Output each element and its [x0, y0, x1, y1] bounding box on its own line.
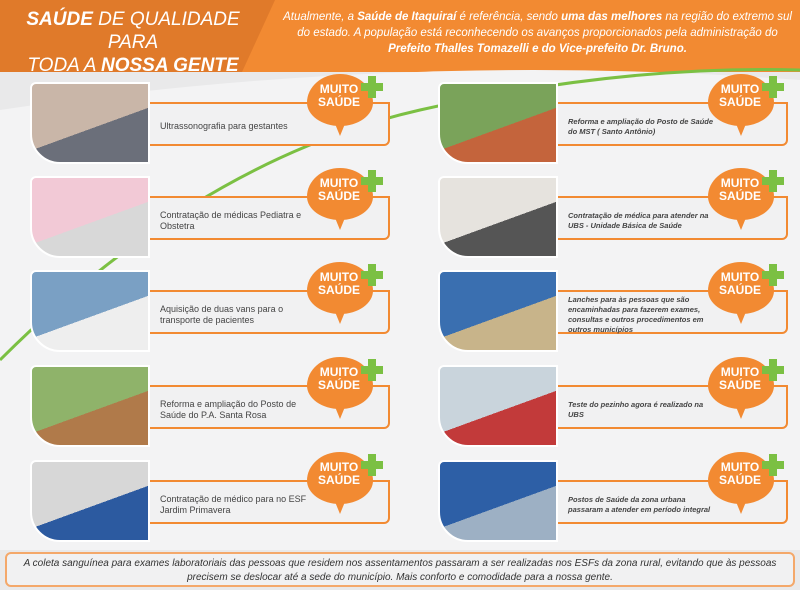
badge-line1: MUITO [720, 460, 760, 474]
intro-segment: uma das melhores [561, 11, 663, 23]
badge-line2: SAÚDE [317, 378, 360, 392]
badge-line1: MUITO [720, 176, 760, 190]
intro-segment: é referência, sendo [456, 11, 562, 23]
benefit-item: Postos de Saúde da zona urbana passaram … [438, 452, 798, 545]
plus-icon [361, 170, 383, 192]
benefit-item: Contratação de médica para atender na UB… [438, 168, 798, 261]
badge-line1: MUITO [720, 365, 760, 379]
intro-segment: Prefeito Thalles Tomazelli e do Vice-pre… [388, 43, 687, 55]
benefit-text: Contratação de médicas Pediatra e Obstet… [160, 209, 302, 232]
benefit-text: Reforma e ampliação do Posto de Saúde do… [160, 398, 297, 421]
benefit-text: Aquisição de duas vans para o transporte… [160, 303, 284, 326]
benefit-photo [438, 270, 558, 352]
benefit-photo [30, 460, 150, 542]
benefit-item: Contratação de médicas Pediatra e Obstet… [30, 168, 410, 261]
plus-icon [762, 76, 784, 98]
plus-icon [762, 264, 784, 286]
badge-line1: MUITO [319, 82, 359, 96]
intro-segment: na região do extremo sul do estado. A po… [297, 11, 792, 39]
plus-icon [361, 359, 383, 381]
benefit-item: Aquisição de duas vans para o transporte… [30, 262, 410, 355]
page-title: SAÚDE DE QUALIDADE PARA TODA A NOSSA GEN… [26, 9, 240, 76]
plus-icon [762, 359, 784, 381]
intro-segment: Atualmente, a [283, 11, 358, 23]
badge-line2: SAÚDE [317, 189, 360, 203]
benefit-photo [438, 460, 558, 542]
badge-line2: SAÚDE [317, 473, 360, 487]
benefit-photo [438, 82, 558, 164]
benefit-item: Reforma e ampliação do Posto de Saúde do… [438, 74, 798, 167]
badge-line2: SAÚDE [718, 95, 761, 109]
benefit-card: Contratação de médica para atender na UB… [558, 196, 788, 240]
badge-line2: SAÚDE [718, 189, 761, 203]
plus-icon [361, 76, 383, 98]
badge-line1: MUITO [319, 270, 359, 284]
badge-line1: MUITO [720, 270, 760, 284]
benefit-photo [30, 82, 150, 164]
intro-text: Atualmente, a Saúde de Itaquiraí é refer… [280, 9, 795, 57]
badge-line1: MUITO [319, 460, 359, 474]
benefit-text: Postos de Saúde da zona urbana passaram … [568, 495, 711, 514]
benefit-item: Lanches para às pessoas que são encaminh… [438, 262, 798, 355]
badge-line1: MUITO [720, 82, 760, 96]
benefit-text: Lanches para às pessoas que são encaminh… [568, 295, 704, 334]
badge-line2: SAÚDE [718, 283, 761, 297]
benefit-item: Teste do pezinho agora é realizado na UB… [438, 357, 798, 450]
benefit-photo [30, 270, 150, 352]
benefit-photo [30, 176, 150, 258]
benefit-text: Reforma e ampliação do Posto de Saúde do… [568, 117, 714, 136]
plus-icon [361, 454, 383, 476]
benefit-item: Reforma e ampliação do Posto de Saúde do… [30, 357, 410, 450]
benefit-item: Contratação de médico para no ESF Jardim… [30, 452, 410, 545]
plus-icon [762, 454, 784, 476]
intro-segment: Saúde de Itaquiraí [357, 11, 457, 23]
benefit-text: Contratação de médico para no ESF Jardim… [160, 493, 307, 516]
benefit-photo [30, 365, 150, 447]
benefit-text: Teste do pezinho agora é realizado na UB… [568, 400, 704, 419]
badge-line1: MUITO [319, 365, 359, 379]
badge-line2: SAÚDE [718, 473, 761, 487]
badge-line1: MUITO [319, 176, 359, 190]
benefit-text: Ultrassonografia para gestantes [160, 121, 288, 132]
header-banner: SAÚDE DE QUALIDADE PARA TODA A NOSSA GEN… [0, 0, 800, 76]
footer-note: A coleta sanguínea para exames laborator… [5, 552, 795, 587]
badge-line2: SAÚDE [317, 283, 360, 297]
plus-icon [762, 170, 784, 192]
title-panel [0, 0, 275, 72]
benefit-text: Contratação de médica para atender na UB… [568, 211, 709, 230]
plus-icon [361, 264, 383, 286]
badge-line2: SAÚDE [317, 95, 360, 109]
badge-line2: SAÚDE [718, 378, 761, 392]
benefit-photo [438, 365, 558, 447]
benefit-photo [438, 176, 558, 258]
